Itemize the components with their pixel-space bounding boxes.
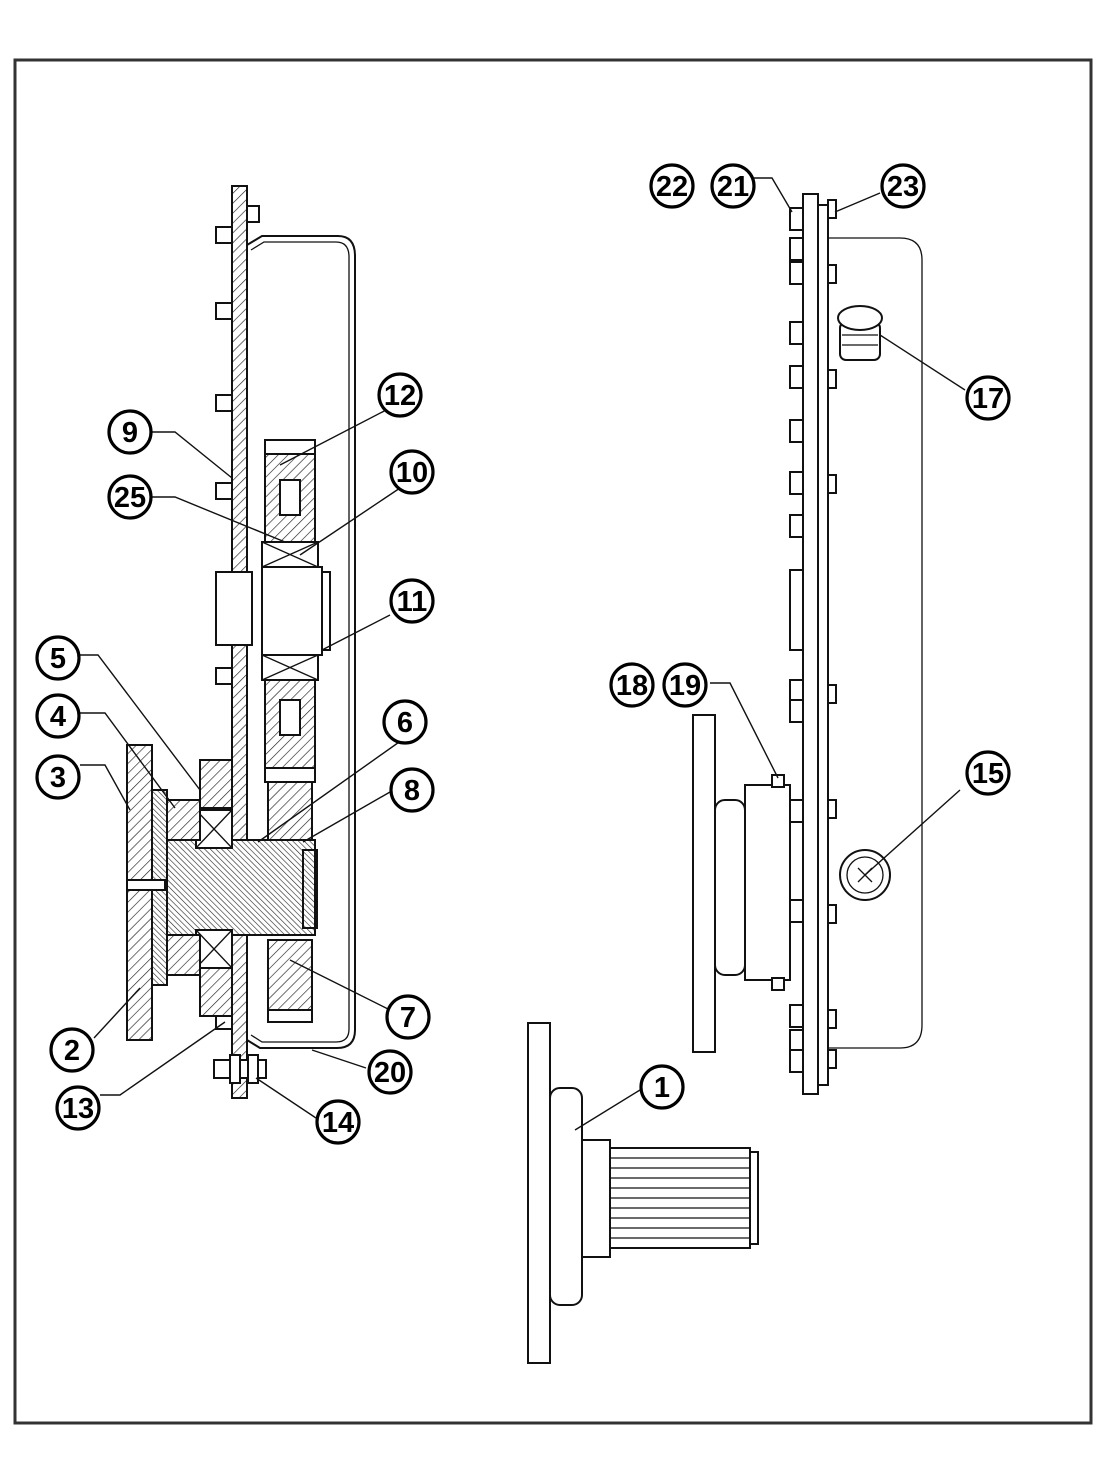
svg-text:25: 25 [114,482,146,514]
callout-12: 12 [379,374,421,416]
svg-text:9: 9 [122,417,138,449]
callout-21: 21 [712,165,754,207]
svg-text:23: 23 [887,171,919,203]
callout-11: 11 [391,580,433,622]
callout-7: 7 [387,996,429,1038]
svg-text:18: 18 [616,670,648,702]
svg-text:6: 6 [397,707,413,739]
svg-text:19: 19 [669,670,701,702]
svg-text:13: 13 [62,1093,94,1125]
svg-text:11: 11 [397,586,428,618]
svg-text:3: 3 [50,762,66,794]
callout-25: 25 [109,476,151,518]
idler-shaft [216,572,252,645]
svg-text:2: 2 [64,1035,80,1067]
svg-text:17: 17 [972,383,1004,415]
callout-14: 14 [317,1101,359,1143]
splined-shaft [528,1023,758,1363]
side-plate [803,194,818,1094]
svg-text:8: 8 [404,775,420,807]
callout-19: 19 [664,664,706,706]
svg-text:15: 15 [972,758,1004,790]
callout-20: 20 [369,1051,411,1093]
svg-text:22: 22 [656,171,688,203]
callout-23: 23 [882,165,924,207]
side-flange [693,715,790,1052]
callout-15: 15 [967,752,1009,794]
main-shaft [165,840,315,935]
callout-9: 9 [109,411,151,453]
callout-1: 1 [641,1066,683,1108]
svg-text:7: 7 [400,1002,416,1034]
svg-text:1: 1 [654,1072,670,1104]
callout-6: 6 [384,701,426,743]
callout-4: 4 [37,695,79,737]
callout-17: 17 [967,377,1009,419]
svg-text:20: 20 [374,1057,406,1089]
callout-10: 10 [391,451,433,493]
callout-13: 13 [57,1087,99,1129]
side-view [693,194,922,1094]
svg-text:5: 5 [50,643,66,675]
callout-18: 18 [611,664,653,706]
callout-3: 3 [37,756,79,798]
svg-text:21: 21 [717,171,749,203]
section-view [127,186,355,1098]
callout-2: 2 [51,1029,93,1071]
callout-22: 22 [651,165,693,207]
upper-gear [262,440,330,782]
svg-text:10: 10 [396,457,428,489]
breather-plug [838,306,882,360]
svg-text:12: 12 [384,380,416,412]
callout-5: 5 [37,637,79,679]
svg-text:14: 14 [322,1107,354,1139]
callout-8: 8 [391,769,433,811]
svg-text:4: 4 [50,701,66,733]
